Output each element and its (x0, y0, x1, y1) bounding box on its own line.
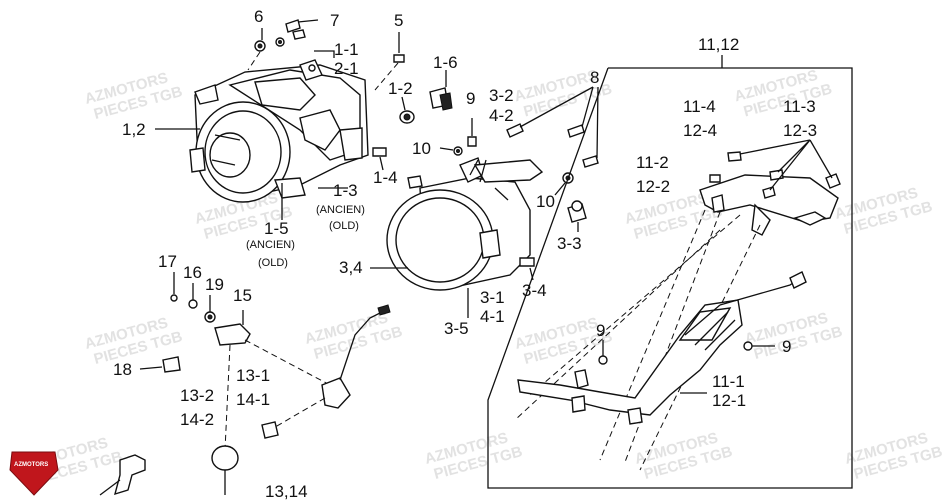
brand-logo: AZMOTORS (9, 451, 59, 496)
callout-6: 6 (254, 7, 263, 26)
note-old-1-5: (OLD) (258, 257, 288, 269)
callout-4-2: 4-2 (489, 106, 514, 125)
note-ancien-1-3: (ANCIEN) (316, 204, 365, 216)
callout-11-2: 11-2 (636, 153, 669, 172)
callout-1-4: 1-4 (373, 168, 398, 187)
callout-13-2: 13-2 (180, 386, 214, 405)
callout-8: 8 (590, 68, 599, 87)
callout-11-1: 11-1 (712, 372, 745, 391)
callout-1-2-assembly: 1,2 (122, 120, 146, 139)
callout-3-3: 3-3 (557, 234, 582, 253)
lower-left-parts (99, 272, 391, 496)
callout-1-3: 1-3 (333, 181, 358, 200)
callout-13-1: 13-1 (236, 366, 270, 385)
callout-14-2: 14-2 (180, 410, 214, 429)
callout-2-1: 2-1 (334, 59, 359, 78)
logo-text: AZMOTORS (14, 462, 48, 468)
screw-group-6-7 (247, 19, 319, 71)
callout-9-upper: 9 (466, 89, 475, 108)
callout-12-2: 12-2 (636, 177, 670, 196)
callout-11-4: 11-4 (683, 97, 716, 116)
parts-9-10-upper (439, 118, 574, 196)
callout-3-5: 3-5 (444, 319, 469, 338)
callout-1-2: 1-2 (388, 79, 413, 98)
callout-10-lower: 10 (536, 192, 555, 211)
callout-16: 16 (183, 263, 202, 282)
callout-3-1: 3-1 (480, 288, 505, 307)
callout-18: 18 (113, 360, 132, 379)
callout-9-middle: 9 (596, 321, 605, 340)
callout-10-upper: 10 (412, 139, 431, 158)
part-3-4 (519, 257, 535, 281)
callout-labels: 6 7 5 1-1 2-1 1-6 1-2 1,2 9 3-2 4-2 8 10… (113, 7, 817, 501)
fog-lamp-3-4 (386, 157, 544, 291)
callout-5: 5 (394, 11, 403, 30)
part-1-6 (429, 70, 453, 111)
note-old-1-3: (OLD) (329, 220, 359, 232)
callout-1-5: 1-5 (264, 219, 289, 238)
bracket-11-1 (517, 271, 807, 425)
callout-12-1: 12-1 (712, 391, 746, 410)
part-1-4 (372, 147, 387, 171)
callout-11-12: 11,12 (698, 35, 739, 54)
callout-3-4: 3-4 (522, 281, 547, 300)
callout-9-right: 9 (782, 337, 791, 356)
callout-1-6: 1-6 (433, 53, 458, 72)
callout-11-3: 11-3 (783, 97, 816, 116)
callout-19: 19 (205, 275, 224, 294)
callout-15: 15 (233, 286, 252, 305)
callout-12-3: 12-3 (783, 121, 817, 140)
logo-shield-icon (9, 451, 59, 496)
bracket-11-2 (699, 139, 841, 236)
callout-3-2: 3-2 (489, 86, 514, 105)
screw-5 (374, 32, 405, 91)
callout-4-1: 4-1 (480, 307, 505, 326)
callout-17: 17 (158, 252, 177, 271)
callout-3-4-assembly: 3,4 (339, 258, 363, 277)
leader-lines (155, 50, 487, 318)
part-3-3 (567, 200, 587, 232)
callout-12-4: 12-4 (683, 121, 717, 140)
callout-1-1: 1-1 (334, 40, 359, 59)
bracket-box-11-12 (487, 55, 853, 489)
callout-7: 7 (330, 11, 339, 30)
callout-13-14: 13,14 (265, 482, 308, 501)
screws-8 (506, 86, 599, 168)
part-1-2 (399, 96, 415, 124)
note-ancien-1-5: (ANCIEN) (246, 239, 295, 251)
callout-14-1: 14-1 (236, 390, 270, 409)
